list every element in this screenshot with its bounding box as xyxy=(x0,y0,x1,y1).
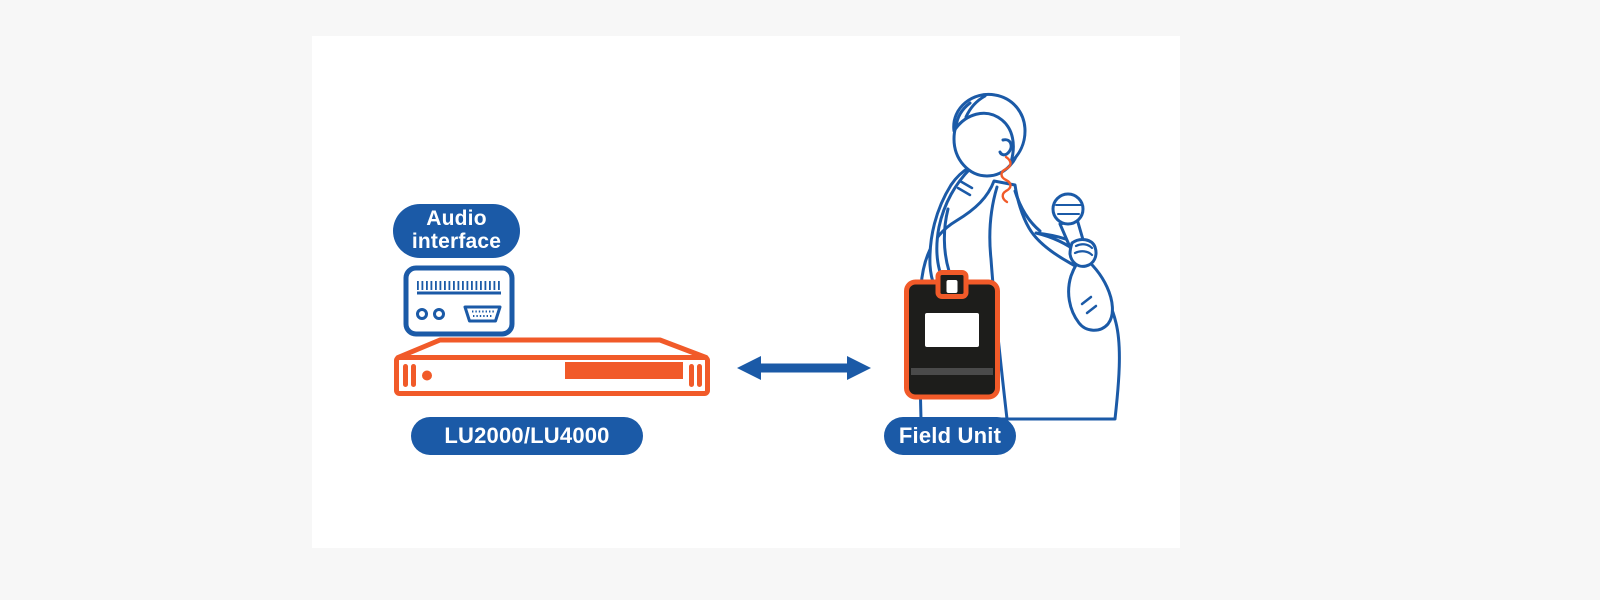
input-jack-icon xyxy=(416,308,428,320)
rack-unit-icon xyxy=(394,337,710,396)
power-button-icon xyxy=(422,370,432,381)
front-display-panel xyxy=(565,362,683,379)
audio-interface-badge: Audio interface xyxy=(393,204,520,258)
input-jack-icon xyxy=(433,308,445,320)
audio-interface-icon xyxy=(403,265,515,337)
ear xyxy=(998,138,1013,157)
field-unit-device-icon xyxy=(904,270,1000,400)
device-screen xyxy=(925,313,979,347)
bidirectional-arrow-icon xyxy=(737,356,871,380)
field-unit-badge: Field Unit xyxy=(884,417,1016,455)
rack-top-face xyxy=(395,337,709,360)
vga-connector-icon xyxy=(463,305,502,323)
audio-badge-line1: Audio xyxy=(426,207,487,231)
hair-tie xyxy=(956,179,974,197)
field-unit-badge-label: Field Unit xyxy=(898,423,1002,448)
rack-unit-badge: LU2000/LU4000 xyxy=(411,417,643,455)
device-bottom-divider xyxy=(911,368,993,375)
microphone-head-icon xyxy=(1051,192,1085,226)
earpiece-cable-icon xyxy=(1000,155,1012,204)
audio-badge-line2: interface xyxy=(411,230,502,253)
rack-badge-label: LU2000/LU4000 xyxy=(444,423,610,448)
